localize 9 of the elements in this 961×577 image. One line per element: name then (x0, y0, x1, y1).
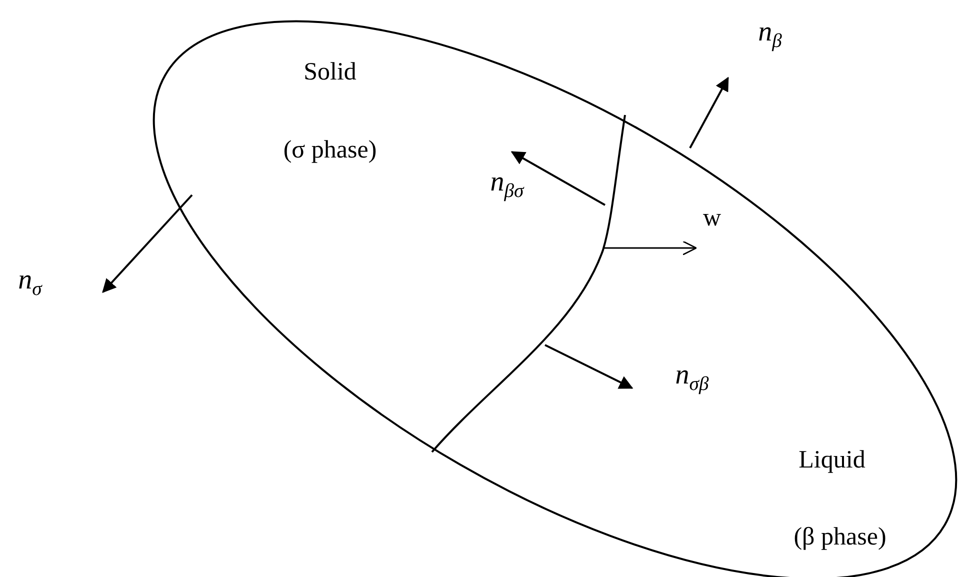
phase-label: (β phase) (794, 523, 886, 551)
vector-label: n$_{σ}$ (18, 265, 42, 301)
phase-label: Liquid (798, 446, 866, 474)
vector-label: n$_{σβ}$ (675, 360, 709, 396)
vector-label: n$_{β}$ (758, 17, 782, 53)
vector-label: w (702, 204, 722, 232)
phase-label: Solid (304, 58, 356, 86)
phase-label: (σ phase) (283, 136, 377, 164)
vector-label: n$_{βσ}$ (490, 167, 524, 203)
